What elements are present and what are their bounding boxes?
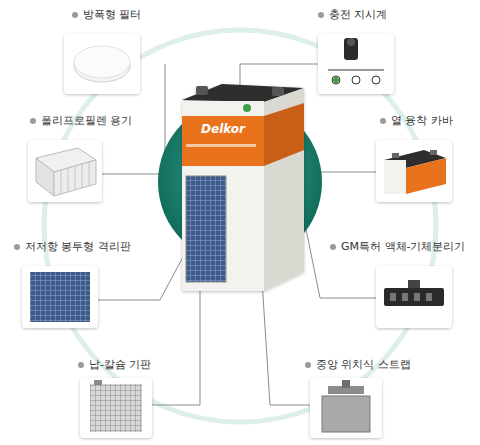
part-label-box: 중앙 위치식 스트랩 — [305, 358, 411, 372]
label-bullet — [78, 362, 84, 368]
label-bullet — [14, 244, 20, 250]
label-bullet — [305, 362, 311, 368]
part-name: 열 융착 카바 — [391, 114, 453, 128]
label-bullet — [330, 244, 336, 250]
part-pictures — [22, 34, 452, 438]
brand-label-box: Delkor — [201, 122, 245, 136]
part-label-box: 충전 지시계 — [318, 8, 388, 22]
part-label-box: 폴리프로필렌 용기 — [30, 114, 133, 128]
label-bullet — [318, 12, 324, 18]
part-name: 중앙 위치식 스트랩 — [316, 358, 411, 372]
part-label-box: 저저항 봉투형 격리판 — [14, 240, 131, 254]
part-label-box: 방폭형 필터 — [72, 8, 142, 22]
part-name: GM특허 액체-기체분리기 — [341, 240, 465, 254]
part-label-box: 열 융착 카바 — [380, 114, 453, 128]
battery — [182, 84, 304, 291]
part-name: 납-칼슘 기판 — [89, 358, 151, 372]
label-bullet — [380, 118, 386, 124]
part-name: 폴리프로필렌 용기 — [41, 114, 133, 128]
part-label-box: 납-칼슘 기판 — [78, 358, 151, 372]
label-bullet — [30, 118, 36, 124]
part-name: 저저항 봉투형 격리판 — [25, 240, 131, 254]
part-name: 충전 지시계 — [329, 8, 388, 22]
label-bullet — [72, 12, 78, 18]
leader-lines — [96, 64, 376, 405]
brand-name: Delkor — [201, 122, 245, 136]
part-label-box: GM특허 액체-기체분리기 — [330, 240, 465, 254]
part-name: 방폭형 필터 — [83, 8, 142, 22]
